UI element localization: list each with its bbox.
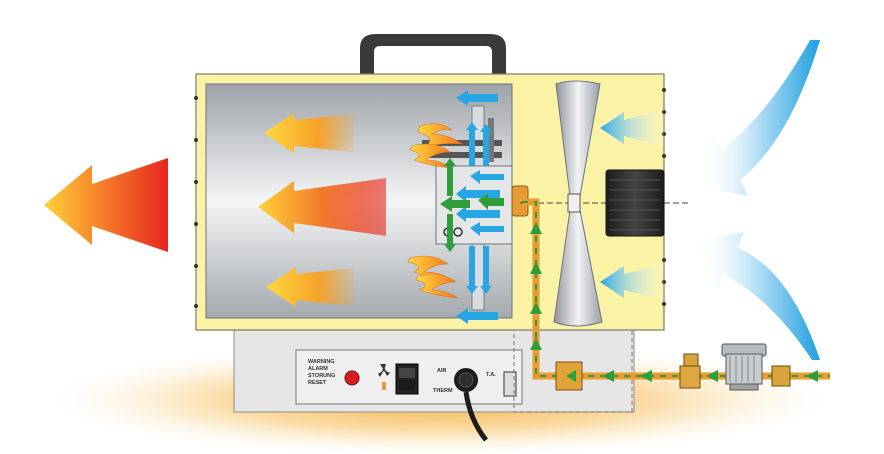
carry-handle: [360, 34, 506, 78]
hot-air-outlet-arrow: [44, 158, 168, 252]
cold-air-intake-arrow-top: [698, 40, 820, 196]
warning-label: WARNING ALARM STORUNG RESET: [298, 354, 354, 398]
burner-flames: [407, 123, 464, 299]
hot-air-arrow-bottom: [266, 267, 354, 307]
gas-solenoid-valve: [555, 361, 583, 391]
temp-label: T.A.: [486, 372, 496, 378]
thermo-label: THERM: [433, 388, 453, 394]
fan-hub: [567, 193, 581, 213]
fan-air-arrow-bottom: [600, 264, 664, 300]
red-reset-button-icon[interactable]: [344, 370, 360, 386]
fan-air-arrow-top: [600, 110, 664, 146]
gas-flow-arrows: [530, 222, 818, 382]
thermostat-knob-icon[interactable]: [454, 368, 478, 392]
burner-gas-flow-arrows: [440, 158, 504, 252]
warning-line-1: WARNING: [308, 359, 335, 365]
hot-air-arrow-top: [264, 113, 354, 153]
rocker-switch-icon[interactable]: [395, 363, 419, 395]
air-label: AIR: [437, 368, 447, 374]
gas-valve-compartment: [513, 329, 633, 413]
fan-symbol-icon: [378, 364, 390, 390]
motor-fins: [610, 179, 660, 231]
burner-air-flow-arrows: [456, 90, 504, 324]
warning-line-2: ALARM: [308, 366, 328, 372]
hot-air-arrow-middle: [258, 178, 386, 236]
warning-line-3: STORUNG: [308, 373, 335, 379]
warning-line-4: RESET: [308, 380, 327, 386]
power-cable: [463, 391, 488, 442]
gas-regulator: [679, 343, 791, 391]
cold-air-intake-arrow-bottom: [696, 232, 820, 360]
connector-socket: [503, 371, 517, 397]
